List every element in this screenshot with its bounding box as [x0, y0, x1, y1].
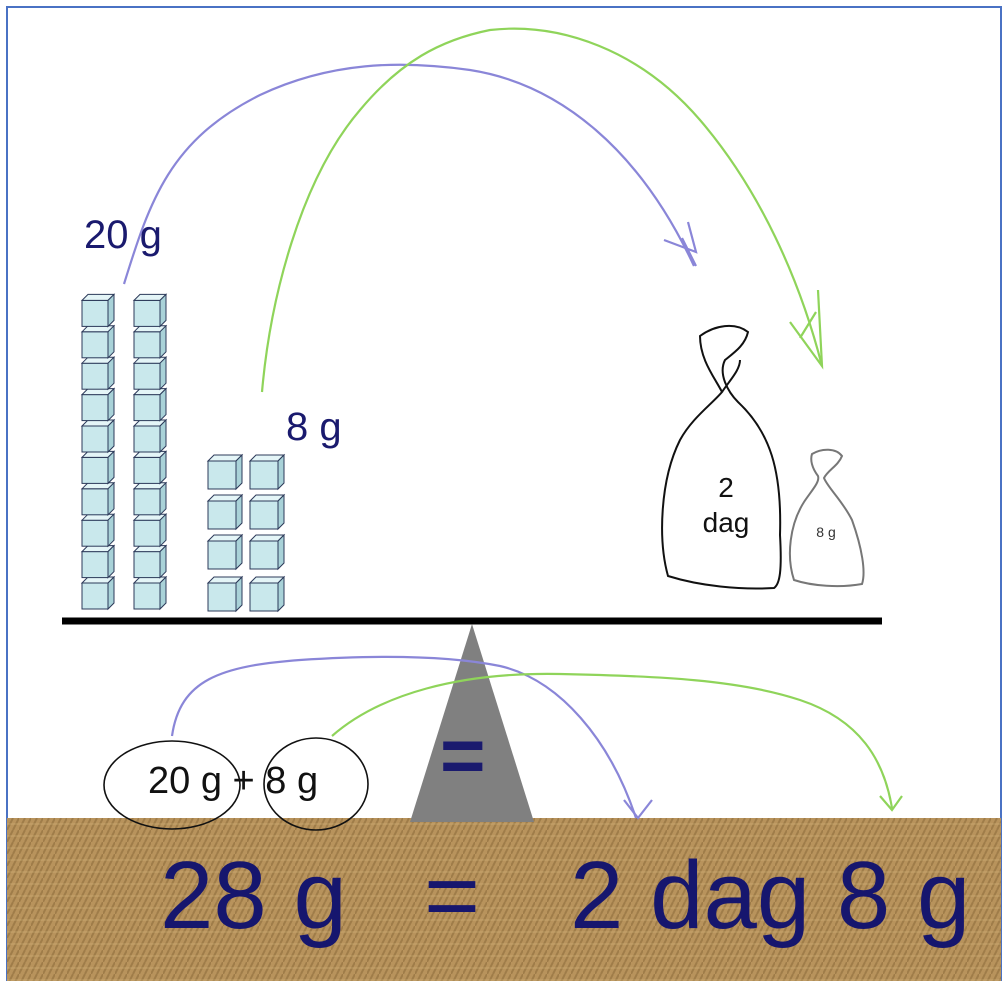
- cube: [132, 575, 168, 611]
- cube: [80, 481, 116, 517]
- stack-weight-label: 20 g: [84, 213, 162, 257]
- big-bag-line1: 2: [718, 472, 734, 503]
- small-bag-label: 8 g: [816, 524, 836, 540]
- cube: [248, 493, 286, 531]
- sum-ellipse-right: [263, 737, 369, 831]
- cube: [80, 575, 116, 611]
- equation-right: 2 dag 8 g: [570, 842, 971, 949]
- big-bag-label: 2 dag: [694, 470, 758, 540]
- blue-arrow-lower: [170, 655, 638, 819]
- cube: [132, 387, 168, 422]
- sum-ellipse-left: [103, 740, 241, 830]
- cube: [132, 450, 168, 485]
- cube: [206, 453, 244, 491]
- cube: [80, 544, 116, 579]
- tall-cube-stacks: [80, 293, 168, 611]
- equation-sign: =: [424, 842, 481, 949]
- cube: [206, 575, 244, 613]
- cube: [206, 493, 244, 531]
- cube: [80, 293, 116, 328]
- equation-left: 28 g: [160, 842, 347, 949]
- cube: [206, 533, 244, 571]
- fulcrum: [410, 624, 534, 822]
- green-arrowhead-lower: [879, 795, 903, 812]
- blue-arrow-upper: [122, 63, 695, 285]
- cube: [80, 418, 116, 454]
- frame-border: [6, 6, 1002, 981]
- cube: [132, 544, 168, 579]
- big-bag-icon: [661, 324, 782, 590]
- cube: [132, 481, 168, 517]
- fulcrum-equals-sign: =: [440, 711, 486, 799]
- small-bag-icon: [788, 448, 865, 588]
- cube: [80, 355, 116, 391]
- cube: [132, 418, 168, 454]
- sum-expression: 20 g + 8 g: [148, 760, 319, 802]
- big-bag-line2: dag: [702, 507, 750, 538]
- cube: [132, 512, 168, 548]
- cube: [80, 450, 116, 485]
- cube: [248, 453, 286, 491]
- cube: [80, 387, 116, 422]
- small-weight-label: 8 g: [286, 405, 342, 449]
- green-arrow-upper: [260, 27, 824, 393]
- cube: [80, 512, 116, 548]
- cube: [132, 324, 168, 360]
- green-arrow-lower: [331, 672, 894, 809]
- cube: [248, 575, 286, 613]
- blue-arrowhead-upper: [663, 221, 698, 267]
- cube: [248, 533, 286, 571]
- ground-texture: [7, 818, 1001, 981]
- cube: [132, 293, 168, 328]
- small-cube-block: [206, 453, 286, 613]
- cube: [132, 355, 168, 391]
- bottom-equation: 28 g = 2 dag 8 g: [0, 848, 1008, 958]
- cube: [80, 324, 116, 360]
- blue-arrowhead-lower: [623, 799, 653, 820]
- green-arrowhead-upper: [789, 289, 824, 370]
